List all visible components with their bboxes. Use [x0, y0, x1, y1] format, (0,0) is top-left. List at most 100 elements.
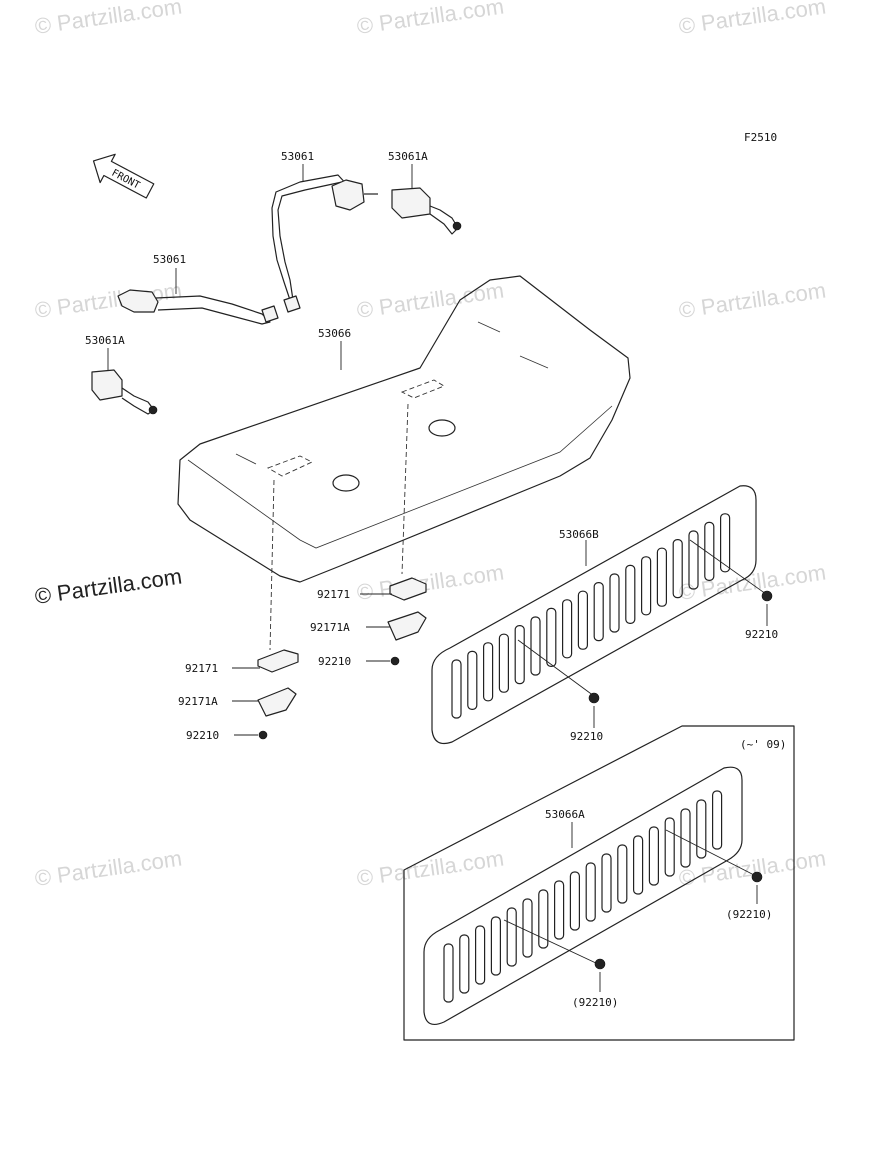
- panel-slot: [609, 573, 620, 633]
- watermark: © Partzilla.com: [677, 560, 827, 605]
- belt-strap-shape: [155, 295, 271, 325]
- buckle-shape: [91, 369, 123, 401]
- panel-slot: [483, 642, 494, 702]
- seat-belt-lower: [117, 289, 279, 325]
- seat-crease-shape: [235, 453, 257, 465]
- fastener-guide-line: [517, 639, 595, 697]
- part-label-92210-panel-a-center: (92210): [572, 996, 618, 1009]
- part-label-92210-panel-b-right: 92210: [745, 628, 778, 641]
- part-label-53061-lower: 53061: [153, 253, 186, 266]
- part-label-53066: 53066: [318, 327, 351, 340]
- panel-slot: [490, 916, 501, 976]
- partzilla-watermark: © Partzilla.com: [33, 564, 183, 609]
- panel-slot: [459, 934, 470, 994]
- panel-slots: [451, 513, 731, 719]
- seat-mount-dashed-shape: [266, 455, 314, 477]
- front-arrow-label: FRONT: [110, 168, 142, 192]
- buckle-bolt-shape: [452, 221, 462, 231]
- nut-shape: [761, 590, 773, 602]
- front-arrow-shape: [92, 153, 155, 199]
- panel-slot: [672, 538, 683, 599]
- part-label-92171a-left: 92171A: [178, 695, 218, 708]
- panel-slot: [664, 817, 675, 877]
- fastener-guide-line: [665, 829, 757, 877]
- watermark: © Partzilla.com: [33, 0, 183, 39]
- panel-slot: [577, 590, 589, 650]
- part-label-53061-upper: 53061: [281, 150, 314, 163]
- date-note: (~' 09): [740, 738, 786, 751]
- panel-slots: [443, 790, 723, 1003]
- watermark: © Partzilla.com: [677, 846, 827, 891]
- fastener-guide-line: [503, 919, 599, 965]
- part-label-92171-right: 92171: [317, 588, 350, 601]
- panel-slot: [632, 835, 644, 895]
- belt-anchor-shape: [283, 295, 301, 313]
- panel-slot: [561, 599, 573, 659]
- panel-slot: [648, 826, 660, 886]
- panel-slot: [475, 925, 486, 985]
- nut-shape: [390, 656, 400, 666]
- seat-crease-shape: [477, 321, 501, 333]
- panel-slot: [593, 581, 604, 642]
- part-label-53061a-upper: 53061A: [388, 150, 428, 163]
- panel-slot: [506, 907, 517, 967]
- watermark-layer: © Partzilla.com © Partzilla.com © Partzi…: [33, 0, 827, 891]
- part-label-92171a-right: 92171A: [310, 621, 350, 634]
- back-panel-a: [423, 766, 763, 1025]
- watermark: © Partzilla.com: [677, 278, 827, 323]
- belt-retractor-shape: [117, 289, 159, 313]
- fastener-guide-line: [689, 539, 767, 595]
- back-panel-b: [431, 485, 773, 745]
- panel-slot: [467, 650, 478, 711]
- part-label-92210-left: 92210: [186, 729, 219, 742]
- watermark: © Partzilla.com: [33, 278, 183, 323]
- panel-slot: [569, 871, 581, 931]
- seat-mount-guide-shape: [269, 479, 275, 651]
- seat-mount-dashed-shape: [400, 379, 446, 399]
- panel-slot: [443, 943, 454, 1003]
- bracket-right-group: [387, 577, 427, 666]
- belt-anchor-shape: [261, 305, 279, 323]
- buckle-upper: [391, 187, 462, 235]
- seat-hole-shape: [428, 419, 456, 437]
- panel-slot: [696, 799, 707, 859]
- watermark: © Partzilla.com: [355, 0, 505, 39]
- panel-slot: [640, 556, 652, 616]
- seat-mount-guide-shape: [401, 403, 409, 575]
- figure-code: F2510: [744, 131, 777, 144]
- nut-shape: [258, 730, 268, 740]
- seat-crease-shape: [519, 355, 549, 369]
- plate-shape: [387, 611, 427, 641]
- watermark: © Partzilla.com: [677, 0, 827, 39]
- panel-slot: [498, 633, 509, 693]
- panel-slot: [688, 530, 699, 590]
- panel-outline-shape: [431, 485, 757, 745]
- nut-shape: [594, 958, 606, 970]
- seat-hole-shape: [332, 474, 360, 492]
- panel-slot: [585, 862, 596, 922]
- inset-box: [403, 725, 795, 1041]
- panel-slot: [711, 790, 723, 850]
- part-label-92210-right: 92210: [318, 655, 351, 668]
- part-label-92210-panel-a-right: (92210): [726, 908, 772, 921]
- watermark: © Partzilla.com: [355, 560, 505, 605]
- seat-outline-shape: [177, 275, 631, 583]
- bracket-left-group: [257, 649, 299, 740]
- buckle-strap-shape: [429, 205, 459, 235]
- belt-retractor-shape: [331, 179, 365, 211]
- panel-slot: [538, 889, 549, 949]
- panel-slot: [601, 853, 612, 913]
- part-label-92171-left: 92171: [185, 662, 218, 675]
- part-label-53066a: 53066A: [545, 808, 585, 821]
- buckle-shape: [391, 187, 431, 219]
- panel-slot: [656, 547, 668, 607]
- nut-shape: [751, 871, 763, 883]
- panel-slot: [546, 607, 557, 668]
- plate-shape: [257, 687, 297, 717]
- part-label-53066b: 53066B: [559, 528, 599, 541]
- part-label-92210-panel-b-center: 92210: [570, 730, 603, 743]
- panel-slot: [553, 880, 565, 940]
- panel-slot: [522, 898, 533, 958]
